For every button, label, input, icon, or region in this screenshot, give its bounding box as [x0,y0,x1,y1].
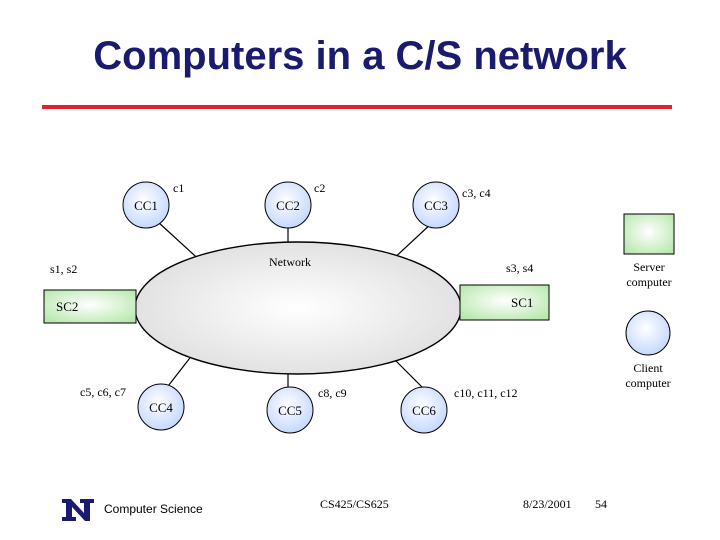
slide-title: Computers in a C/S network [93,34,627,78]
client-cc3 [412,181,460,229]
network-label: Network [269,255,311,269]
cc6-attached: c10, c11, c12 [454,386,518,400]
cc1-attached: c1 [173,181,184,195]
cc5-attached: c8, c9 [318,386,347,400]
cc4-attached: c5, c6, c7 [80,385,126,399]
client-cc4-label: CC4 [149,400,173,415]
legend-server-line2: computer [626,275,671,289]
legend-client-line2: computer [625,376,670,390]
legend-server-line1: Server [633,260,664,274]
legend-client-line1: Client [633,361,663,375]
client-cc6 [400,386,448,434]
footer-course: CS425/CS625 [320,497,389,511]
cc3-attached: c3, c4 [462,186,491,200]
footer-dept: Computer Science [104,502,203,516]
client-cc1 [122,181,170,229]
server-sc2-label: SC2 [56,299,78,314]
client-cc2-label: CC2 [276,198,300,213]
title-underline [42,105,672,109]
client-cc2 [264,181,312,229]
footer-date: 8/23/2001 [523,497,572,511]
client-cc5-label: CC5 [278,403,302,418]
server-sc2 [43,289,137,324]
client-cc3-label: CC3 [424,198,448,213]
client-cc1-label: CC1 [134,198,158,213]
footer-page-number: 54 [595,497,607,511]
client-cc5 [266,386,314,434]
client-cc6-label: CC6 [412,403,436,418]
sc1-attached: s3, s4 [506,261,533,275]
sc2-attached: s1, s2 [50,262,77,276]
legend-client-icon [625,310,671,356]
cc2-attached: c2 [314,181,325,195]
server-sc1 [459,284,550,321]
northwestern-n-logo-icon [60,497,96,523]
client-cc4 [137,383,185,431]
link-cc6 [392,357,428,393]
legend-server-icon [623,213,675,255]
server-sc1-label: SC1 [511,295,533,310]
